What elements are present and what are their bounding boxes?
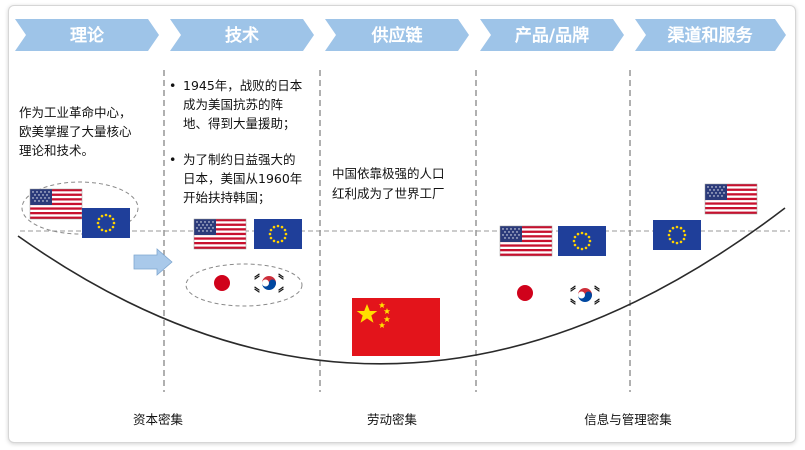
smile-curve [17,207,786,365]
label-information-management-intensive: 信息与管理密集 [584,412,672,427]
group-ellipse-us-eu [21,181,139,235]
china-flag-icon [352,298,440,356]
stage-label-product-brand: 产品/品牌 [515,25,589,46]
us-flag-icon [29,188,83,220]
tech-bullet-korea: 为了制约日益强大的 日本，美国从1960年 开始扶持韩国； [183,152,306,205]
stage-chevron-supply-chain [325,19,469,51]
theory-description: 作为工业革命中心， 欧美掌握了大量核心 理论和技术。 [19,105,136,158]
us-flag-icon [704,183,758,215]
stage-label-theory: 理论 [70,25,105,46]
supply-chain-description: 中国依靠极强的人口 红利成为了世界工厂 [332,166,449,201]
stage-label-channel-service: 渠道和服务 [667,25,754,46]
bullet-2: • [169,152,176,167]
japan-flag-icon [205,272,239,294]
eu-flag-icon [653,220,701,250]
stage-chevron-technology [170,19,314,51]
korea-flag-icon [568,284,602,306]
korea-flag-icon [252,272,286,294]
stage-chevron-theory [15,19,159,51]
group-ellipse-jp-kr [185,263,303,307]
stage-chevron-channel-service [635,19,786,51]
flow-arrow-icon [133,248,173,276]
stage-chevron-product-brand [480,19,624,51]
tech-bullet-japan: 1945年，战败的日本 成为美国抗苏的阵 地、得到大量援助； [183,78,306,131]
bullet-1: • [169,78,176,93]
eu-flag-icon [254,219,302,249]
stage-label-technology: 技术 [225,25,259,46]
eu-flag-icon [82,208,130,238]
label-capital-intensive: 资本密集 [133,412,184,427]
label-labor-intensive: 劳动密集 [367,412,418,427]
stage-chevrons: 理论 技术 供应链 产品/品牌 渠道和服务 [15,19,786,51]
us-flag-icon [499,225,553,257]
stage-label-supply-chain: 供应链 [371,25,424,46]
eu-flag-icon [558,226,606,256]
japan-flag-icon [508,282,542,304]
us-flag-icon [193,218,247,250]
